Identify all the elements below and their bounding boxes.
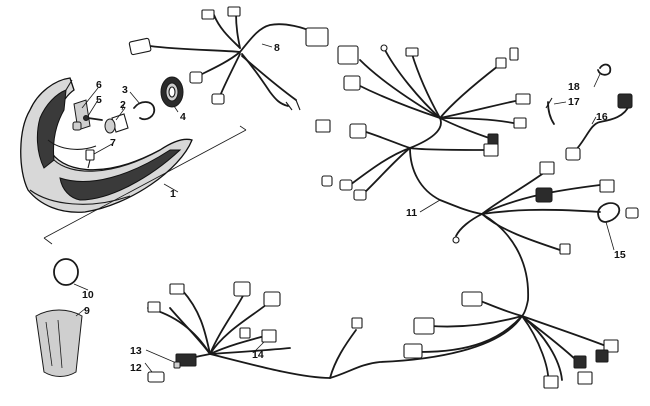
callout-9: 9 — [84, 305, 90, 317]
callout-12: 12 — [130, 362, 142, 374]
retaining-ring — [53, 258, 79, 286]
callout-10: 10 — [82, 289, 94, 301]
callout-11: 11 — [406, 207, 417, 219]
callout-7: 7 — [110, 137, 116, 149]
callout-5: 5 — [96, 94, 102, 106]
callout-13: 13 — [130, 345, 142, 357]
bulb-retainer-clip — [133, 101, 156, 121]
leader-lines — [73, 43, 615, 373]
rubber-boot — [160, 76, 184, 108]
callout-8: 8 — [274, 42, 280, 54]
conduit-sleeve — [35, 309, 83, 377]
screw — [83, 115, 103, 121]
grommet — [72, 121, 82, 131]
clip — [597, 63, 612, 76]
callout-17: 17 — [568, 96, 580, 108]
socket — [85, 149, 95, 169]
callout-2: 2 — [120, 99, 126, 111]
callout-1: 1 — [170, 188, 176, 200]
callout-4: 4 — [180, 111, 186, 123]
callout-3: 3 — [122, 84, 128, 96]
callout-6: 6 — [96, 79, 102, 91]
callout-15: 15 — [614, 249, 626, 261]
callout-labels: 1 2 3 4 5 6 7 8 9 10 11 12 13 14 15 16 1… — [82, 42, 626, 374]
seal — [173, 361, 181, 369]
headlight-harness — [128, 6, 329, 111]
bulb — [104, 103, 129, 134]
callout-18: 18 — [568, 81, 580, 93]
wire-tie — [545, 97, 555, 125]
connector-cap — [147, 371, 165, 383]
callout-14: 14 — [252, 349, 264, 361]
sensor-harness — [565, 93, 633, 161]
callout-16: 16 — [596, 111, 608, 123]
